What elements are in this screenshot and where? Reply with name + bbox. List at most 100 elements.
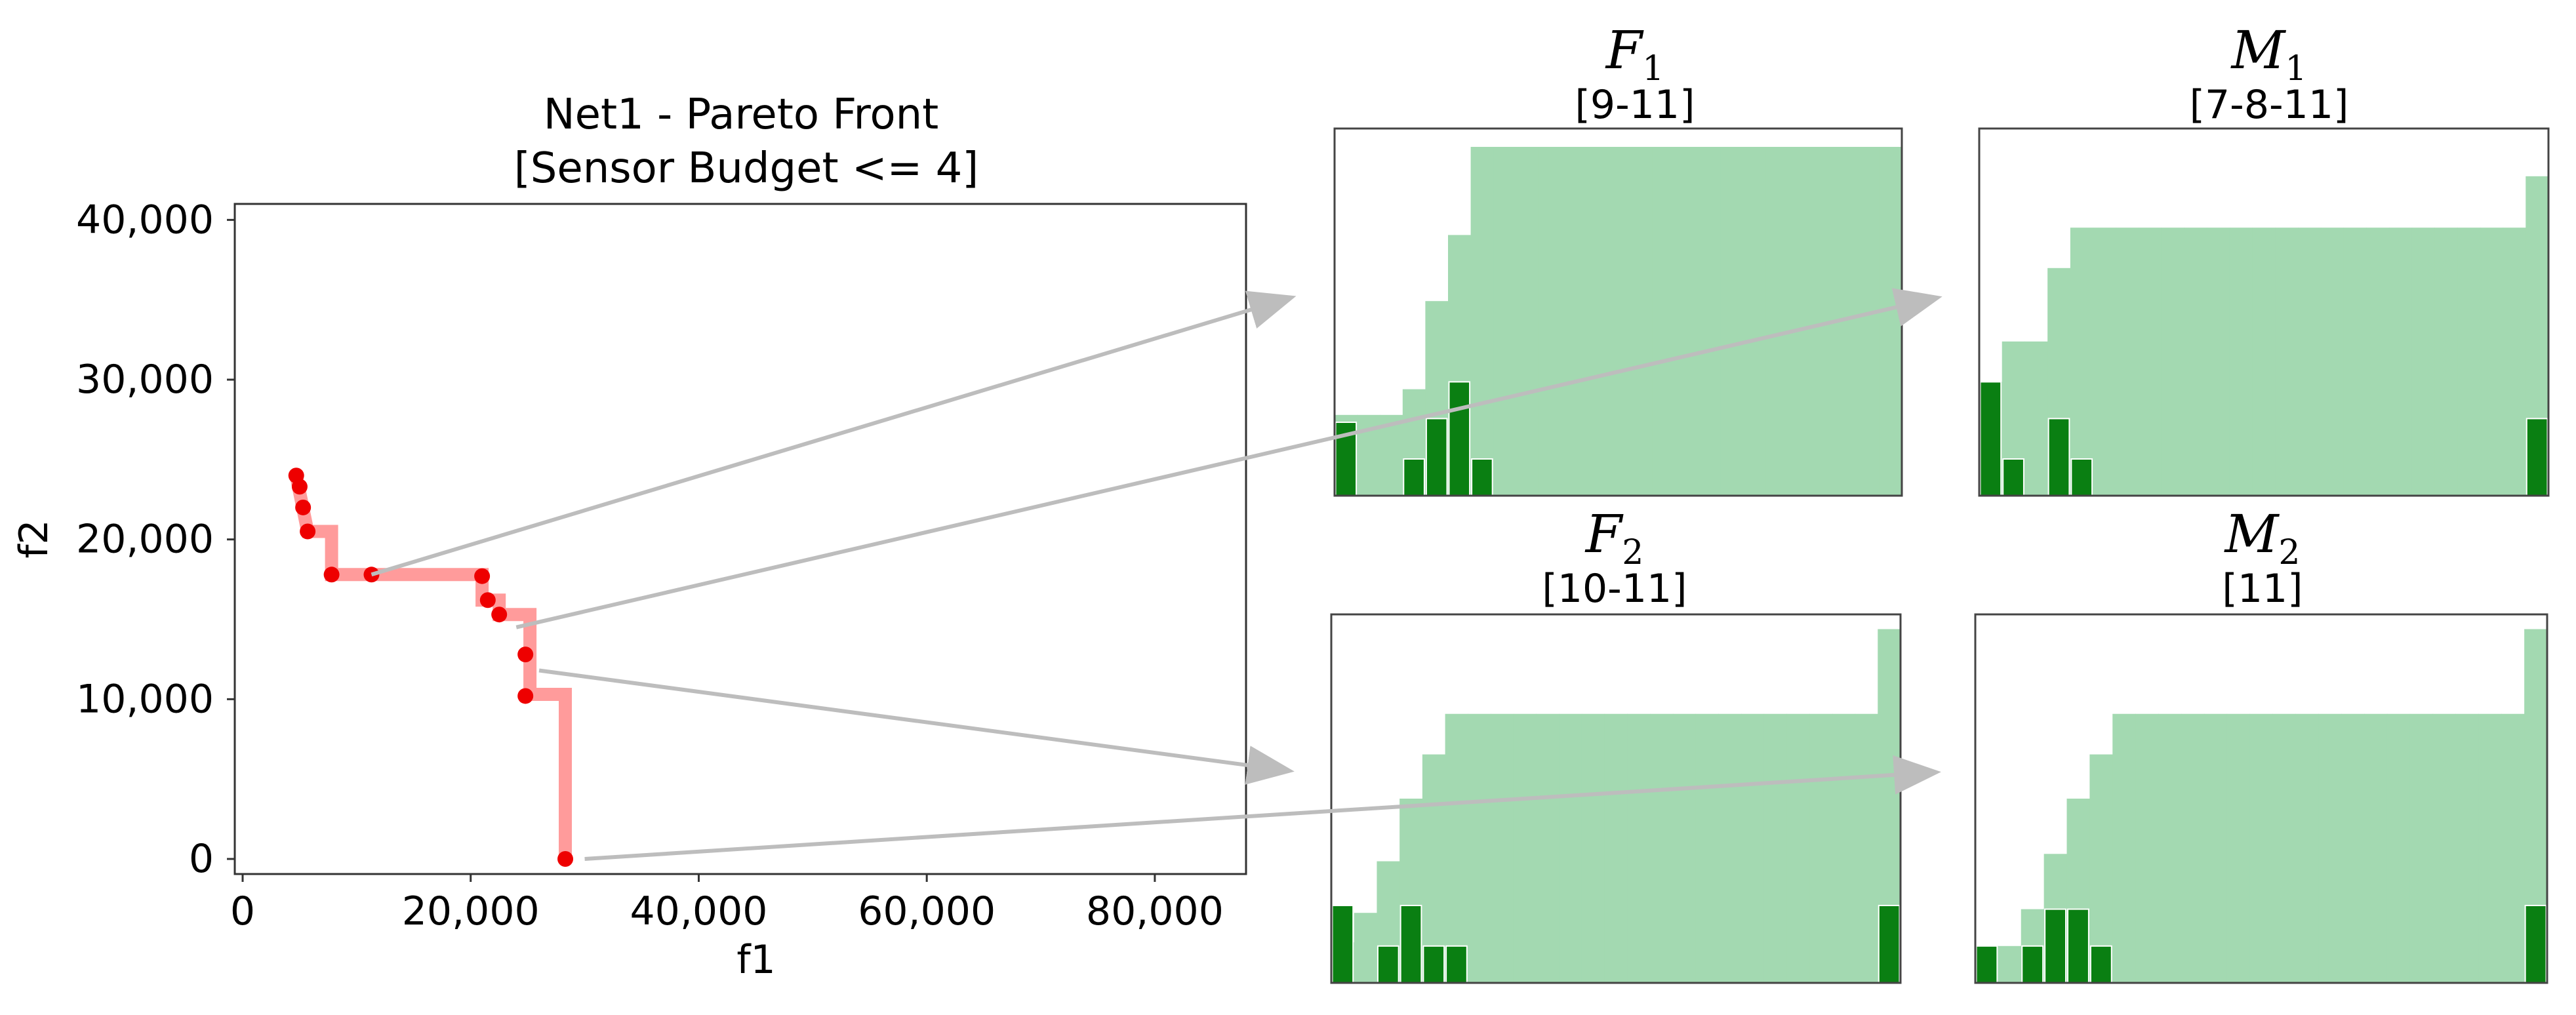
- panel-m1-count-bar: [1979, 381, 2002, 497]
- panel-m1-cumulative-bar: [2207, 228, 2230, 496]
- panel-m2-frame: [1974, 613, 2548, 984]
- panel-f1-cumulative-bar: [1516, 147, 1539, 496]
- panel-f1-count-bar: [1471, 458, 1493, 496]
- pareto-front-points: [288, 468, 574, 867]
- pareto-y-tick-label: 0: [189, 836, 214, 882]
- panel-f2-cumulative-bar: [1809, 713, 1833, 983]
- panel-f2-bars: [1331, 629, 1901, 984]
- panel-f1-title: F1: [1605, 20, 1664, 89]
- pareto-x-tick-label: 80,000: [1086, 888, 1224, 934]
- panel-m1-count-bar: [2526, 418, 2548, 497]
- panel-f1-cumulative-bar: [1380, 414, 1403, 496]
- panel-f2-count-bar: [1377, 945, 1399, 984]
- panel-f2-count-bar: [1878, 904, 1901, 984]
- panel-f2-count-bar: [1399, 904, 1422, 984]
- panel-f1-cumulative-bar: [1720, 147, 1744, 496]
- panel-m2-cumulative-bar: [2478, 713, 2502, 983]
- panel-f2-cumulative-bar: [1741, 713, 1765, 983]
- panel-f1-cumulative-bar: [1675, 147, 1699, 496]
- panel-m1-cumulative-bar: [2503, 228, 2526, 496]
- panel-m1-cumulative-bar: [2139, 228, 2162, 496]
- panel-m2-bars: [1975, 629, 2548, 984]
- panel-m2-cumulative-bar: [2455, 713, 2479, 983]
- pareto-title-line2: [Sensor Budget <= 4]: [514, 144, 979, 193]
- panel-m1-count-bar: [2047, 418, 2070, 497]
- panel-m2-cumulative-bar: [2249, 713, 2274, 983]
- panel-m2-cumulative-bar: [2272, 713, 2296, 983]
- panel-f2-title-subscript: 2: [1622, 533, 1643, 572]
- panel-m1-cumulative-bar: [2024, 341, 2048, 496]
- panel-m1-cumulative-bar: [2093, 228, 2116, 496]
- pareto-x-axis-label: f1: [736, 937, 775, 983]
- pareto-point: [491, 607, 508, 623]
- panel-m1-cumulative-bar: [2343, 228, 2367, 496]
- panel-f1-cumulative-bar: [1652, 147, 1676, 496]
- panel-f1-title-subscript: 1: [1642, 49, 1664, 89]
- panel-m2-cumulative-bar: [1998, 945, 2022, 983]
- panel-f2-cumulative-bar: [1536, 713, 1560, 983]
- panel-f1-count-bar: [1448, 381, 1471, 497]
- pareto-point: [557, 851, 574, 867]
- panel-f1-title-letter: F: [1605, 20, 1644, 81]
- pareto-x-tick-label: 0: [230, 888, 255, 934]
- pareto-x-tick-label: 40,000: [630, 888, 767, 934]
- panel-m2-cumulative-bar: [2341, 713, 2365, 983]
- pareto-y-tick-label: 20,000: [76, 517, 214, 563]
- panel-m2-cumulative-bar: [2112, 713, 2136, 983]
- panel-m1-cumulative-bar: [2457, 228, 2481, 496]
- panel-m2-cumulative-bar: [2386, 713, 2411, 983]
- pareto-title-line1: Net1 - Pareto Front: [544, 90, 939, 139]
- panel-f1-count-bar: [1425, 418, 1448, 497]
- panel-f1-count-bar: [1403, 458, 1425, 496]
- panel-f2-cumulative-bar: [1627, 713, 1651, 983]
- panel-f1-bars: [1335, 147, 1902, 497]
- panel-m1-cumulative-bar: [2480, 228, 2504, 496]
- panel-m2-cumulative-bar: [2204, 713, 2228, 983]
- panel-m2-cumulative-bar: [2135, 713, 2159, 983]
- panel-f1-cumulative-bar: [1788, 147, 1812, 496]
- panel-m1-count-bar: [2002, 458, 2024, 496]
- panel-m2-title-subscript: 2: [2278, 533, 2300, 572]
- panel-m1-title-letter: M: [2230, 20, 2286, 81]
- pareto-point: [479, 592, 496, 608]
- panel-m2-cumulative-bar: [2089, 754, 2113, 983]
- panel-f2-cumulative-bar: [1718, 713, 1742, 983]
- panel-m2-distribution: M2 [11]: [1974, 504, 2548, 984]
- panel-f2-cumulative-bar: [1513, 713, 1537, 983]
- panel-f2-cumulative-bar: [1468, 713, 1491, 983]
- panel-f2-range: [10-11]: [1542, 566, 1687, 612]
- panel-m2-cumulative-bar: [2318, 713, 2342, 983]
- panel-f2-cumulative-bar: [1695, 713, 1719, 983]
- panel-m1-range: [7-8-11]: [2190, 82, 2349, 128]
- panel-m2-count-bar: [2524, 904, 2547, 984]
- pareto-y-tick-label: 10,000: [76, 676, 214, 722]
- panel-m2-range: [11]: [2222, 566, 2303, 612]
- panel-m1-cumulative-bar: [2366, 228, 2390, 496]
- panel-f1-cumulative-bar: [1607, 147, 1630, 496]
- panel-f2-count-bar: [1422, 945, 1445, 984]
- panel-f2-frame: [1330, 613, 1902, 984]
- panel-m1-count-bar: [2070, 458, 2093, 496]
- callout-arrow-m1: [515, 288, 1942, 629]
- panel-f2-cumulative-bar: [1445, 713, 1468, 983]
- panel-m2-count-bar: [1975, 945, 1998, 984]
- panel-m1-cumulative-bar: [2388, 228, 2413, 496]
- panel-f1-cumulative-bar: [1856, 147, 1880, 496]
- panel-f2-cumulative-bar: [1832, 713, 1856, 983]
- callout-arrow-m2: [584, 755, 1941, 861]
- panel-m2-cumulative-bar: [2295, 713, 2319, 983]
- panel-m2-count-bar: [2067, 908, 2089, 984]
- panel-f2-cumulative-bar: [1354, 913, 1378, 983]
- pareto-y-tick-label: 30,000: [76, 357, 214, 403]
- panel-m2-cumulative-bar: [2501, 713, 2525, 983]
- pareto-point: [295, 499, 312, 515]
- pareto-x-tick-label: 60,000: [858, 888, 996, 934]
- panel-m2-cumulative-bar: [2226, 713, 2251, 983]
- panel-f1-cumulative-bar: [1584, 147, 1607, 496]
- panel-m1-frame: [1978, 127, 2550, 497]
- panel-m2-cumulative-bar: [2432, 713, 2457, 983]
- panel-f1-cumulative-bar: [1879, 147, 1902, 496]
